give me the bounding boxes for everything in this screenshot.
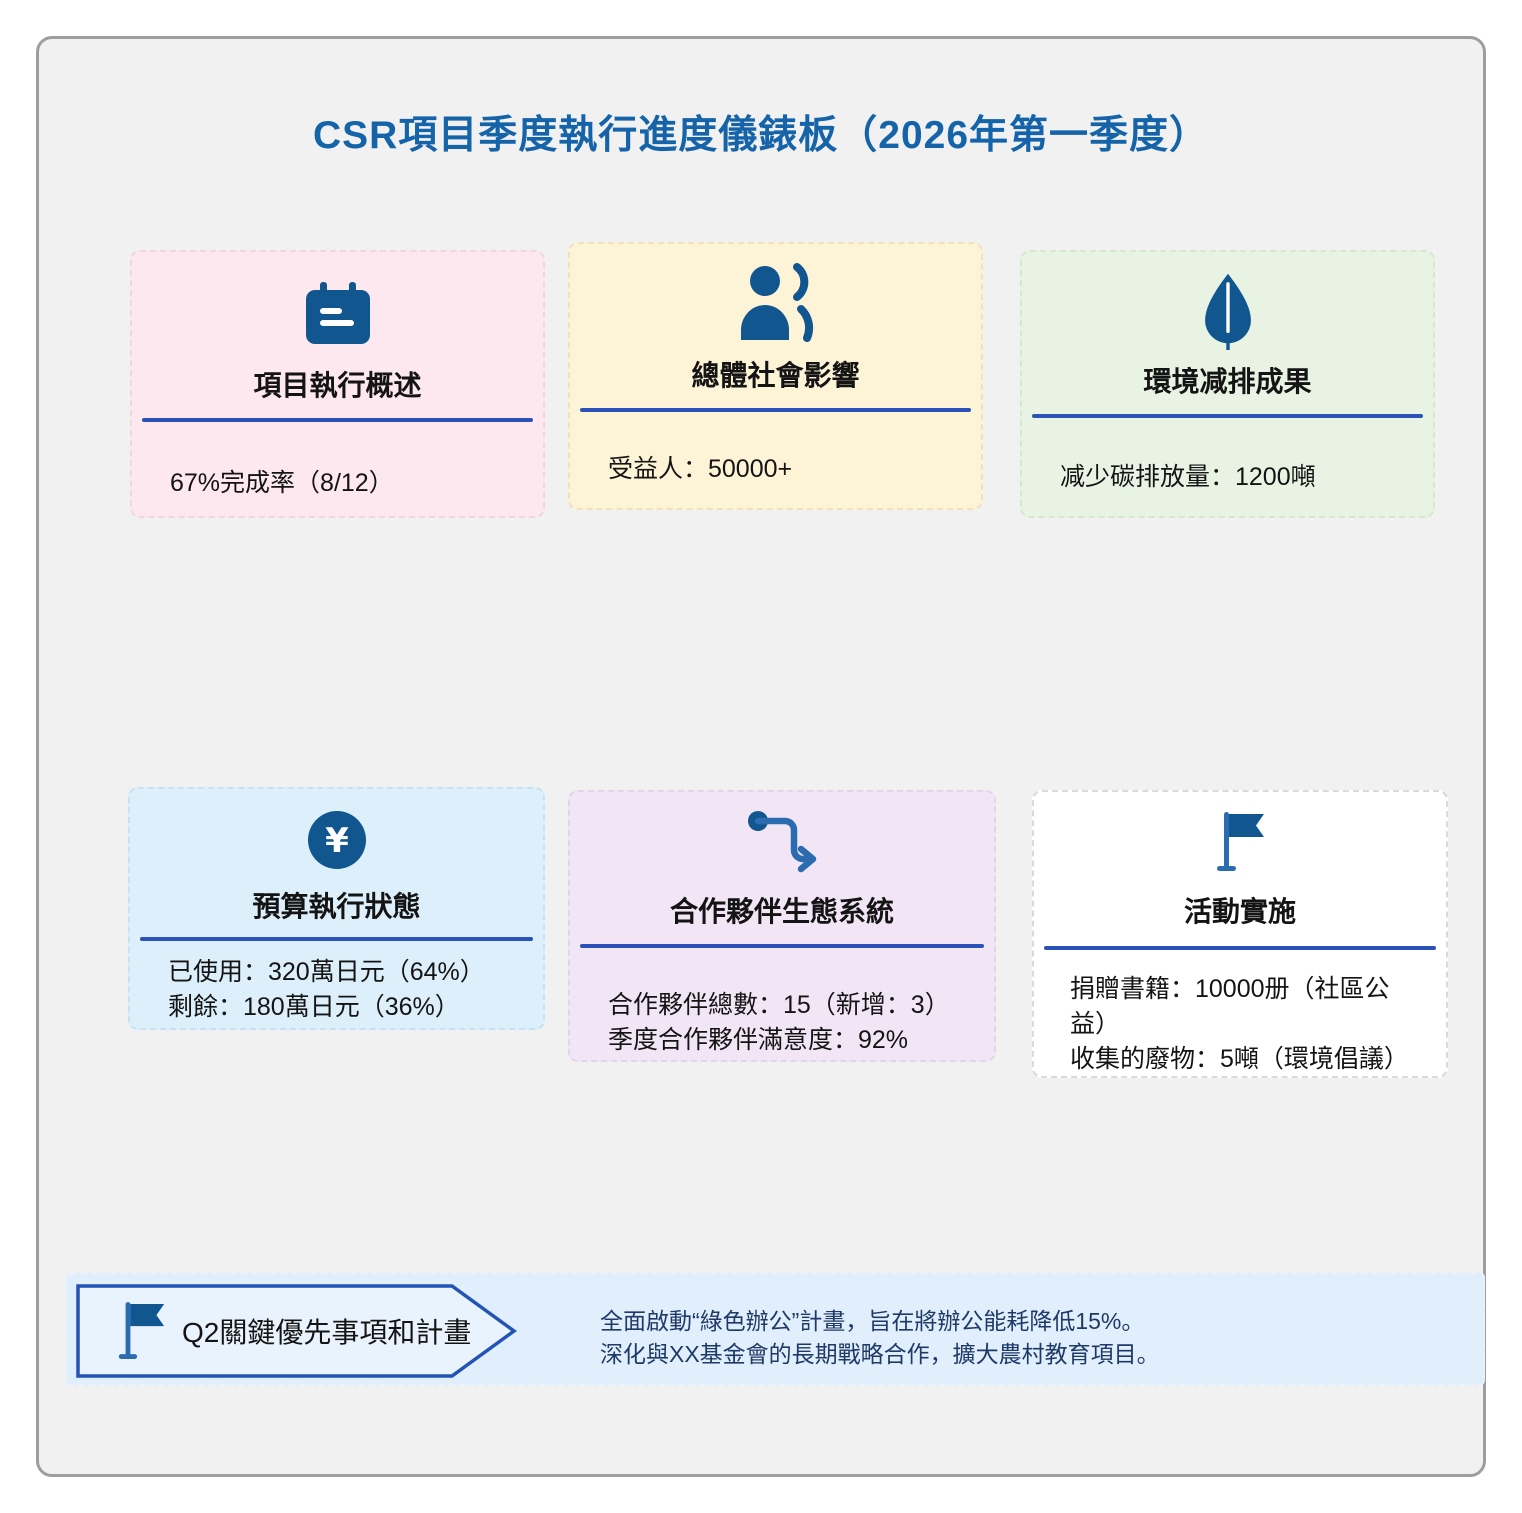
card-value: 捐贈書籍：10000册（社區公益）	[1070, 975, 1390, 1038]
card-environment: 環境减排成果 减少碳排放量：1200噸	[1020, 250, 1435, 518]
divider	[140, 937, 533, 941]
card-title: 合作夥伴生態系統	[669, 896, 894, 927]
divider	[580, 944, 984, 948]
svg-text:¥: ¥	[325, 821, 349, 861]
card-social-impact: 總體社會影響 受益人：50000+	[568, 242, 983, 510]
card-title: 總體社會影響	[691, 360, 860, 391]
card-value: 剩餘：180萬日元（36%）	[168, 993, 460, 1021]
card-title: 預算執行狀態	[252, 891, 421, 922]
route-icon	[743, 808, 821, 874]
card-activities: 活動實施 捐贈書籍：10000册（社區公益） 收集的廢物：5噸（環境倡議）	[1032, 790, 1448, 1078]
q2-priorities-banner: Q2關鍵優先事項和計畫 全面啟動“綠色辦公”計畫，旨在將辦公能耗降低15%。 深…	[65, 1272, 1485, 1386]
card-value: 受益人：50000+	[608, 455, 793, 483]
divider	[1044, 946, 1436, 950]
card-partners: 合作夥伴生態系統 合作夥伴總數：15（新增：3） 季度合作夥伴滿意度：92%	[568, 790, 996, 1062]
flag-icon	[114, 1298, 168, 1364]
yen-icon: ¥	[307, 811, 366, 869]
q2-priorities-label: Q2關鍵優先事項和計畫	[182, 1317, 472, 1348]
divider	[580, 408, 971, 412]
card-value: 减少碳排放量：1200噸	[1060, 463, 1316, 491]
card-value: 已使用：320萬日元（64%）	[168, 958, 485, 986]
page-title: CSR項目季度執行進度儀錶板（2026年第一季度）	[312, 114, 1210, 157]
card-value: 收集的廢物：5噸（環境倡議）	[1070, 1045, 1409, 1073]
card-budget: ¥ 預算執行狀態 已使用：320萬日元（64%） 剩餘：180萬日元（36%）	[128, 787, 545, 1030]
flag-icon	[1212, 810, 1268, 874]
q2-priorities-pointer: Q2關鍵優先事項和計畫	[76, 1284, 518, 1378]
q2-priority-line: 深化與XX基金會的長期戰略合作，擴大農村教育項目。	[600, 1341, 1160, 1367]
divider	[1032, 414, 1423, 418]
calendar-icon	[302, 282, 374, 346]
card-title: 活動實施	[1183, 896, 1296, 927]
leaf-icon	[1197, 272, 1259, 350]
divider	[142, 418, 533, 422]
people-icon	[735, 262, 817, 342]
card-project-overview: 項目執行概述 67%完成率（8/12）	[130, 250, 545, 518]
card-value: 季度合作夥伴滿意度：92%	[608, 1026, 909, 1054]
q2-priority-line: 全面啟動“綠色辦公”計畫，旨在將辦公能耗降低15%。	[600, 1308, 1145, 1334]
card-value: 合作夥伴總數：15（新增：3）	[608, 991, 950, 1019]
card-title: 環境减排成果	[1143, 366, 1312, 397]
card-title: 項目執行概述	[253, 370, 422, 401]
card-value: 67%完成率（8/12）	[170, 469, 394, 497]
q2-priorities-text: 全面啟動“綠色辦公”計畫，旨在將辦公能耗降低15%。 深化與XX基金會的長期戰略…	[600, 1305, 1160, 1371]
